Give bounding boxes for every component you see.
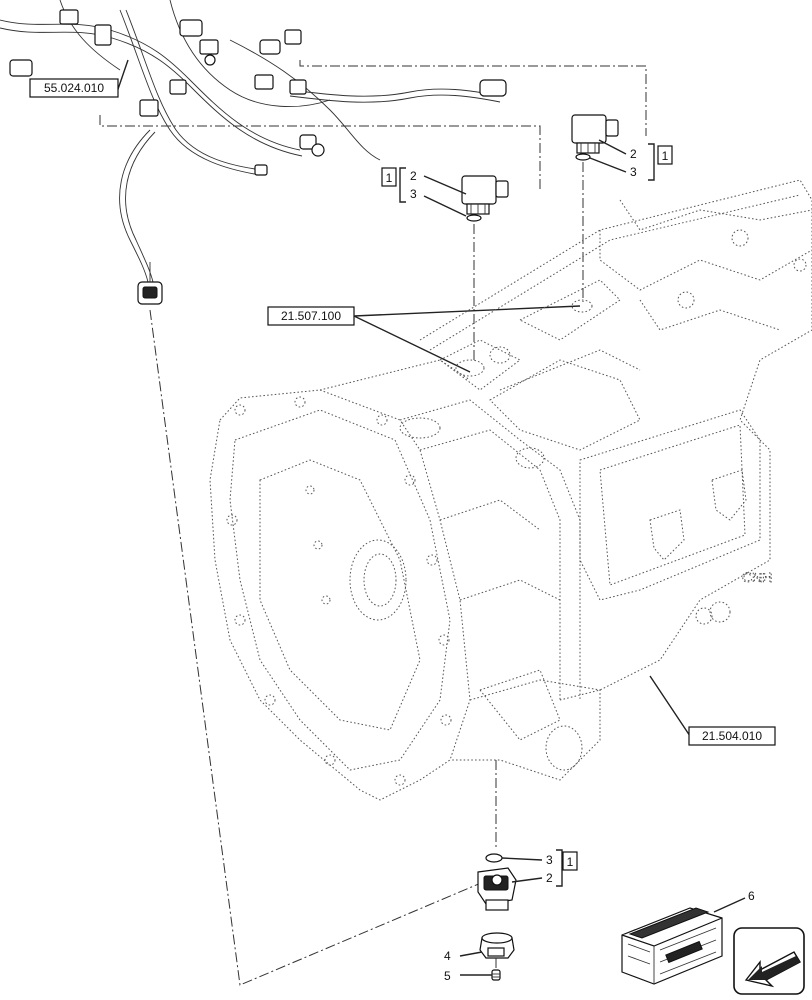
route-line-top: [299, 60, 647, 136]
item2-upper-right: 2: [630, 147, 637, 161]
item3-upper-right: 3: [630, 165, 637, 179]
item3-lower: 3: [546, 853, 553, 867]
port-ref-label: 21.507.100: [281, 309, 341, 323]
item5-label: 5: [444, 969, 451, 983]
transmission-ref-label: 21.504.010: [702, 729, 762, 743]
bracket-upper-right: [648, 143, 655, 181]
transmission-housing: CNH: [209, 179, 812, 801]
item4-label: 4: [444, 949, 451, 963]
sensor-lower: [477, 853, 517, 911]
transmission-ref-box: [688, 726, 776, 746]
kit-lower: 1: [567, 855, 574, 869]
wiring-harness: [0, 0, 507, 305]
route-line-lower: [149, 309, 489, 986]
repair-kit-box: [621, 907, 723, 985]
bracket-lower: [556, 849, 563, 887]
item2-lower: 2: [546, 871, 553, 885]
kit-upper-left: 1: [386, 171, 393, 185]
item6-label: 6: [748, 889, 755, 903]
protective-cap: [479, 932, 515, 959]
svg-text:CNH: CNH: [742, 569, 772, 585]
kit-upper-right: 1: [662, 149, 669, 163]
route-line-upper: [99, 115, 541, 192]
item3-upper-left: 3: [410, 187, 417, 201]
item2-upper-left: 2: [410, 169, 417, 183]
bracket-upper-left: [399, 167, 406, 203]
sensor-upper-right: [571, 114, 619, 161]
previous-page-arrow-icon[interactable]: [733, 927, 805, 995]
harness-ref-box: [29, 78, 119, 98]
screw: [491, 969, 501, 981]
harness-ref-label: 55.024.010: [44, 81, 104, 95]
sensor-upper-left: [461, 175, 509, 222]
